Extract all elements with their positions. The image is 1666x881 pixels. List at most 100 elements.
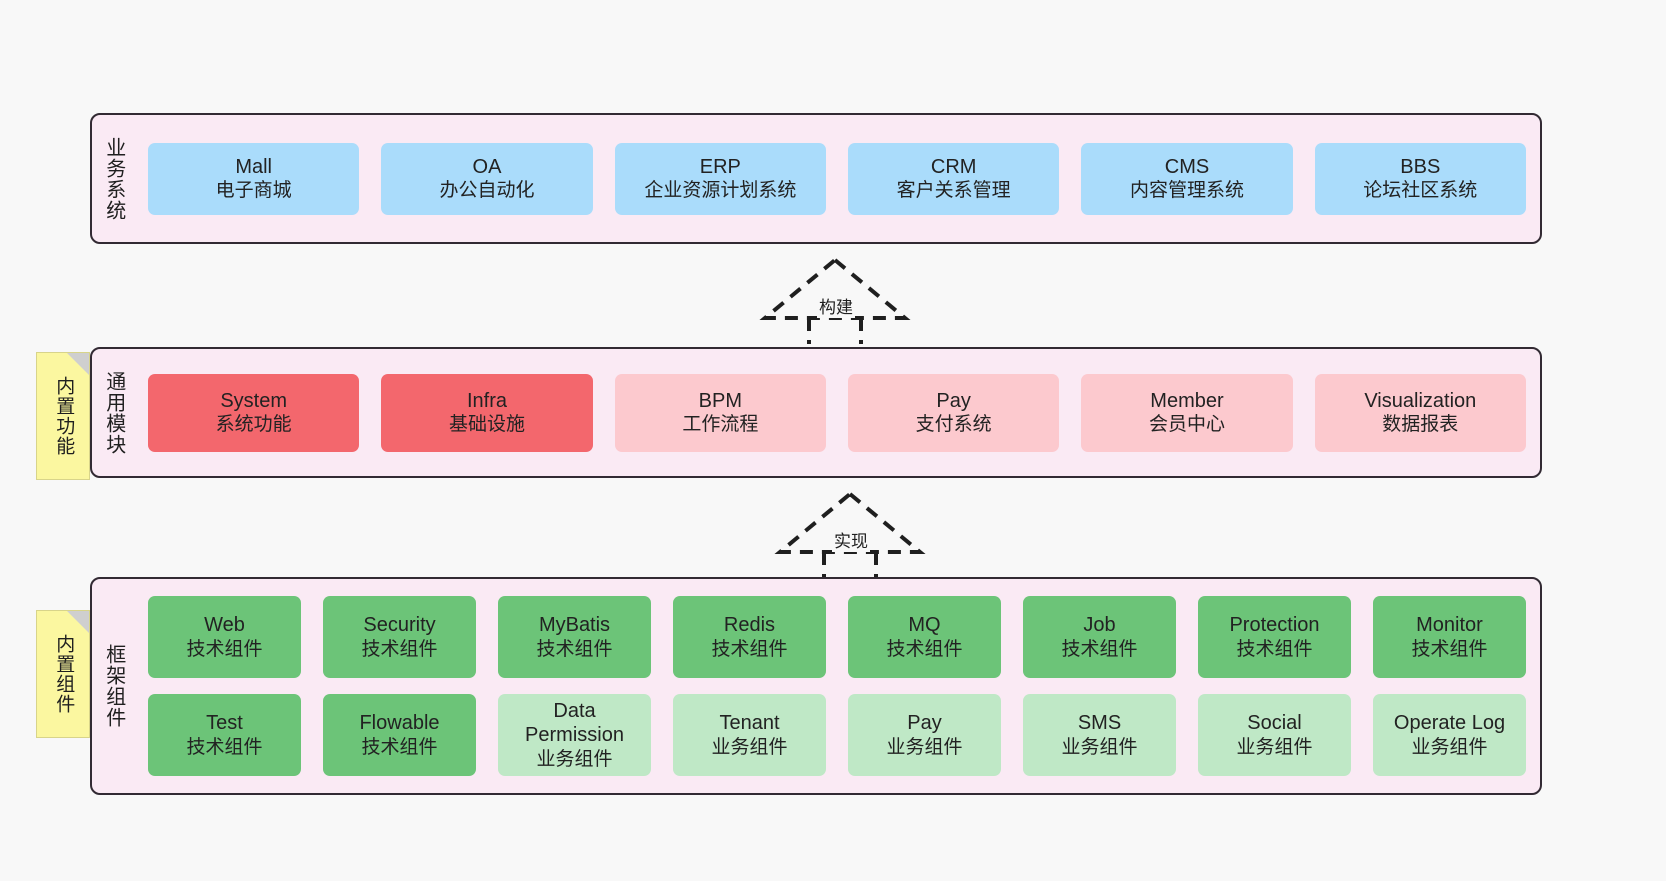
node-title: Flowable	[359, 712, 440, 735]
node-title: CMS	[1164, 155, 1210, 178]
node-job[interactable]: Job 技术组件	[1023, 596, 1176, 678]
node-pay-component[interactable]: Pay 业务组件	[848, 694, 1001, 776]
node-sms[interactable]: SMS 业务组件	[1023, 694, 1176, 776]
node-subtitle: 数据报表	[1382, 414, 1459, 436]
node-subtitle: 技术组件	[1236, 638, 1313, 660]
node-subtitle: 客户关系管理	[896, 180, 1011, 202]
node-subtitle: 业务组件	[1236, 736, 1313, 758]
node-mq[interactable]: MQ 技术组件	[848, 596, 1001, 678]
node-title: Protection	[1229, 614, 1320, 637]
node-title: Social	[1247, 712, 1302, 735]
node-test[interactable]: Test 技术组件	[148, 694, 301, 776]
node-security[interactable]: Security 技术组件	[323, 596, 476, 678]
note-label: 内置组件	[53, 634, 75, 714]
node-subtitle: 论坛社区系统	[1363, 180, 1478, 202]
node-bpm[interactable]: BPM 工作流程	[614, 373, 826, 452]
node-title: Job	[1083, 614, 1116, 637]
node-system[interactable]: System 系统功能	[148, 373, 360, 452]
node-subtitle: 技术组件	[361, 736, 438, 758]
node-visualization[interactable]: Visualization 数据报表	[1314, 373, 1526, 452]
node-tenant[interactable]: Tenant 业务组件	[673, 694, 826, 776]
node-subtitle: 技术组件	[1411, 638, 1488, 660]
node-subtitle: 业务组件	[886, 736, 963, 758]
node-title: Member	[1150, 389, 1224, 412]
framework-node-row-business: Test 技术组件 Flowable 技术组件 Data Permission …	[148, 694, 1526, 776]
node-title: ERP	[699, 155, 741, 178]
node-subtitle: 技术组件	[1061, 638, 1138, 660]
node-subtitle: 技术组件	[536, 638, 613, 660]
node-subtitle: 业务组件	[536, 748, 613, 770]
node-title: Security	[363, 614, 436, 637]
node-oa[interactable]: OA 办公自动化	[381, 142, 593, 215]
node-subtitle: 电子商城	[215, 180, 292, 202]
node-title: Monitor	[1416, 614, 1483, 637]
node-monitor[interactable]: Monitor 技术组件	[1373, 596, 1526, 678]
arrowhead-triangle	[774, 491, 926, 554]
node-title: MyBatis	[538, 614, 611, 637]
node-subtitle: 支付系统	[915, 414, 992, 436]
node-subtitle: 会员中心	[1148, 414, 1225, 436]
node-web[interactable]: Web 技术组件	[148, 596, 301, 678]
node-erp[interactable]: ERP 企业资源计划系统	[614, 142, 826, 215]
node-protection[interactable]: Protection 技术组件	[1198, 596, 1351, 678]
node-subtitle: 企业资源计划系统	[644, 180, 797, 202]
node-title: Test	[206, 712, 243, 735]
node-social[interactable]: Social 业务组件	[1198, 694, 1351, 776]
node-title: Visualization	[1364, 389, 1477, 412]
node-title: Data Permission	[525, 700, 624, 747]
node-title: Pay	[907, 712, 942, 735]
node-data-permission[interactable]: Data Permission 业务组件	[498, 694, 651, 776]
note-fold-corner	[67, 611, 89, 633]
layer-business-systems-body: Mall 电子商城 OA 办公自动化 ERP 企业资源计划系统 CRM 客户关系…	[134, 115, 1540, 242]
common-node-row: System 系统功能 Infra 基础设施 BPM 工作流程 Pay 支付系统…	[148, 373, 1526, 452]
node-title: Tenant	[719, 712, 780, 735]
node-title: MQ	[908, 614, 941, 637]
node-operate-log[interactable]: Operate Log 业务组件	[1373, 694, 1526, 776]
layer-common-modules: 通用模块 System 系统功能 Infra 基础设施 BPM 工作流程 Pay	[90, 347, 1542, 478]
connector-build-label: 构建	[817, 293, 855, 318]
note-fold-corner	[67, 353, 89, 375]
note-builtin-component: 内置组件	[36, 610, 90, 738]
node-bbs[interactable]: BBS 论坛社区系统	[1314, 142, 1526, 215]
node-title: Infra	[466, 389, 507, 412]
node-title: BPM	[698, 389, 742, 412]
node-mybatis[interactable]: MyBatis 技术组件	[498, 596, 651, 678]
connector-build-arrow: 构建	[755, 257, 915, 344]
arrow-shaft	[807, 318, 863, 344]
node-subtitle: 工作流程	[682, 414, 759, 436]
node-subtitle: 业务组件	[1061, 736, 1138, 758]
node-mall[interactable]: Mall 电子商城	[148, 142, 360, 215]
node-infra[interactable]: Infra 基础设施	[381, 373, 593, 452]
node-subtitle: 技术组件	[361, 638, 438, 660]
layer-framework-components-body: Web 技术组件 Security 技术组件 MyBatis 技术组件 Redi…	[134, 579, 1540, 793]
node-crm[interactable]: CRM 客户关系管理	[847, 142, 1060, 215]
node-subtitle: 基础设施	[448, 414, 525, 436]
node-title: OA	[472, 155, 502, 178]
note-label: 内置功能	[53, 376, 75, 456]
node-subtitle: 业务组件	[1411, 736, 1488, 758]
arrow-shaft	[822, 552, 878, 578]
node-title: Mall	[235, 155, 272, 178]
framework-node-row-tech: Web 技术组件 Security 技术组件 MyBatis 技术组件 Redi…	[148, 596, 1526, 678]
node-subtitle: 技术组件	[186, 736, 263, 758]
layer-business-systems: 业务系统 Mall 电子商城 OA 办公自动化 ERP 企业资源计划系统 CRM	[90, 113, 1542, 244]
layer-framework-components-title: 框架组件	[102, 644, 125, 728]
node-title: Operate Log	[1393, 712, 1506, 735]
node-title: CRM	[930, 155, 977, 178]
node-title: Web	[204, 614, 245, 637]
note-builtin-function: 内置功能	[36, 352, 90, 480]
node-flowable[interactable]: Flowable 技术组件	[323, 694, 476, 776]
node-subtitle: 技术组件	[711, 638, 788, 660]
connector-implement-label: 实现	[832, 527, 870, 552]
node-subtitle: 内容管理系统	[1129, 180, 1244, 202]
node-title: System	[220, 389, 287, 412]
node-cms[interactable]: CMS 内容管理系统	[1081, 142, 1293, 215]
node-pay[interactable]: Pay 支付系统	[847, 373, 1060, 452]
node-member[interactable]: Member 会员中心	[1081, 373, 1293, 452]
node-subtitle: 技术组件	[886, 638, 963, 660]
node-subtitle: 技术组件	[186, 638, 263, 660]
node-subtitle: 办公自动化	[439, 180, 535, 202]
node-redis[interactable]: Redis 技术组件	[673, 596, 826, 678]
layer-common-modules-body: System 系统功能 Infra 基础设施 BPM 工作流程 Pay 支付系统…	[134, 349, 1540, 476]
